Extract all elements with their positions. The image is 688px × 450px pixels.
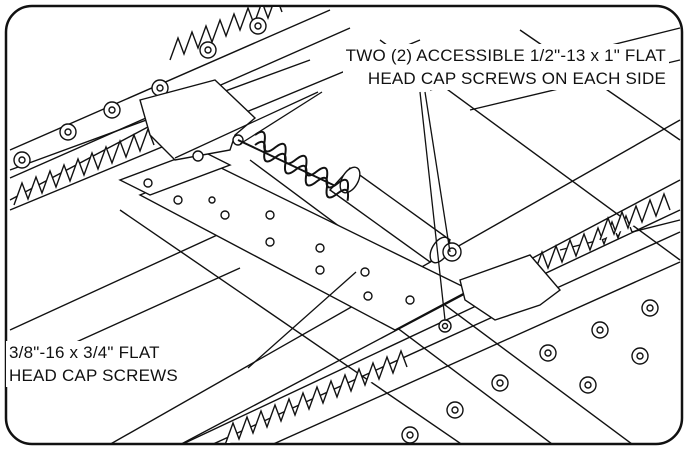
leader-top-to-right-screw-a: [419, 91, 446, 321]
upper-clamp-bracket: [139, 79, 257, 162]
leader-top-to-left-screw: [174, 91, 319, 159]
lower-bar-bolts: [401, 299, 659, 443]
leader-bottom-to-plate-screw: [247, 271, 357, 369]
callout-plate-screws: 3/8"-16 x 3/4" FLAT HEAD CAP SCREWS: [6, 341, 181, 387]
callout-top-line2: HEAD CAP SCREWS ON EACH SIDE: [367, 69, 666, 88]
callout-bottom-line1: 3/8"-16 x 3/4" FLAT: [9, 343, 160, 362]
callout-accessible-screws: TWO (2) ACCESSIBLE 1/2"-13 x 1" FLAT HEA…: [342, 44, 669, 90]
lower-clamp-bracket: [438, 254, 562, 333]
plate-screw-holes: [143, 178, 415, 305]
leader-top-to-right-screw-b: [424, 91, 451, 253]
upper-bar-bolts: [13, 17, 267, 169]
leader-lines: [174, 91, 451, 369]
leader-top-to-center-screw: [239, 91, 323, 145]
callout-top-line1: TWO (2) ACCESSIBLE 1/2"-13 x 1" FLAT: [345, 46, 666, 65]
coil-spring: [254, 130, 349, 201]
callout-bottom-line2: HEAD CAP SCREWS: [9, 366, 178, 385]
